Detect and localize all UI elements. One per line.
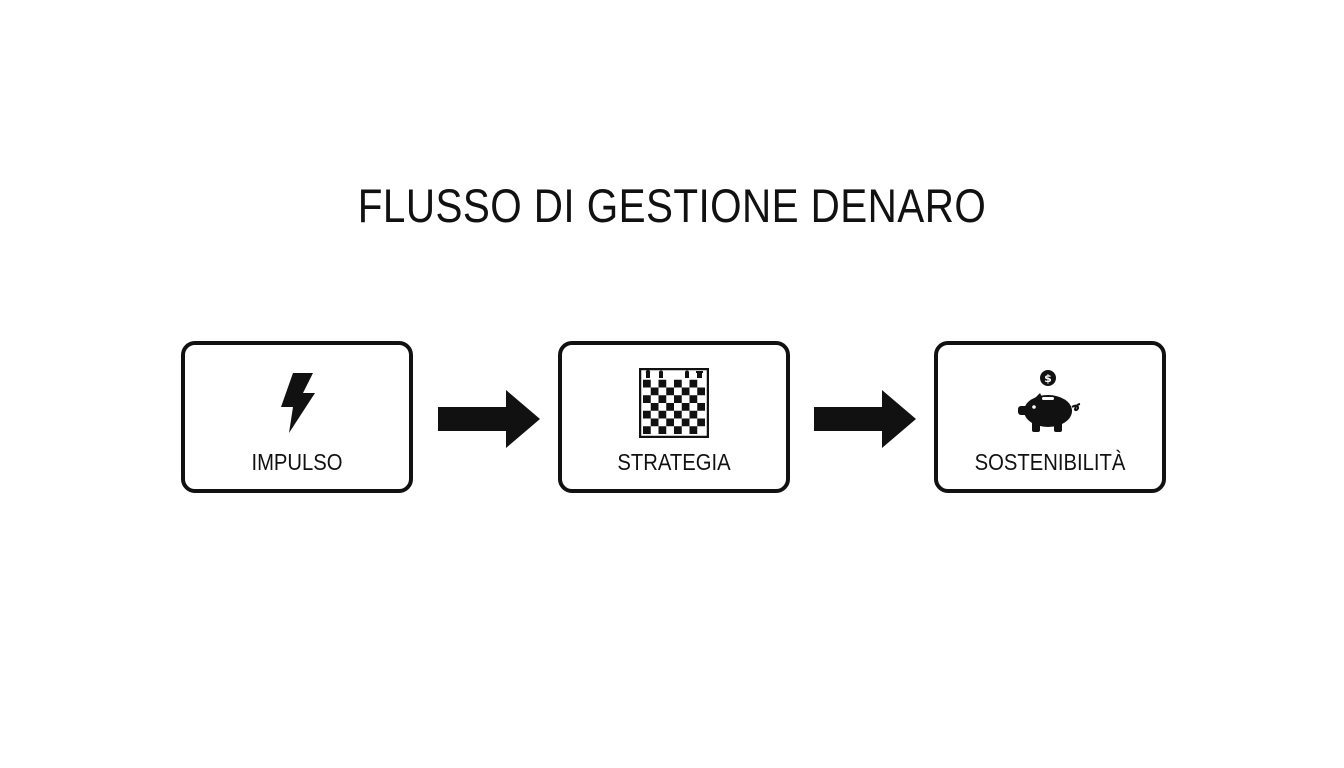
chessboard-square [674,395,682,403]
chessboard-square [650,387,659,396]
right-arrow-icon [814,390,916,448]
chessboard-square [650,418,659,427]
coin-dollar-symbol: $ [1044,372,1052,385]
chessboard-square [689,410,698,419]
chessboard-square [674,379,682,388]
chessboard-square [643,379,651,388]
step-label: IMPULSO [251,449,343,475]
chessboard-icon [638,367,710,439]
chessboard-square [643,395,651,403]
lightning-bolt-icon [261,367,333,439]
chessboard-square [697,387,705,396]
chessboard-square [681,387,690,396]
chessboard-square [697,418,705,427]
chessboard-square [681,403,690,411]
diagram-title: FLUSSO DI GESTIONE DENARO [357,179,987,232]
chessboard-square [643,426,651,434]
chessboard-square [689,395,698,403]
chessboard-square [674,410,682,419]
chessboard-square [658,395,667,403]
chessboard-square [674,426,682,434]
chessboard-square [658,379,667,388]
chessboard-square [666,387,674,396]
chessboard-square [666,403,674,411]
chessboard-square [681,418,690,427]
piggy-bank-icon: $ [1014,367,1086,439]
chessboard-square [697,403,705,411]
chessboard-square [658,426,667,434]
right-arrow-icon [438,390,540,448]
chessboard-square [666,418,674,427]
chessboard-square [643,410,651,419]
chessboard-square [658,410,667,419]
step-sostenibilita-box: $ SOSTENIBILITÀ [934,341,1166,493]
step-impulso-box: IMPULSO [181,341,413,493]
chessboard-square [689,379,698,388]
chessboard-square [689,426,698,434]
step-strategia-box: STRATEGIA [558,341,790,493]
step-label: SOSTENIBILITÀ [974,449,1126,475]
step-label: STRATEGIA [617,449,731,475]
chessboard-square [650,403,659,411]
